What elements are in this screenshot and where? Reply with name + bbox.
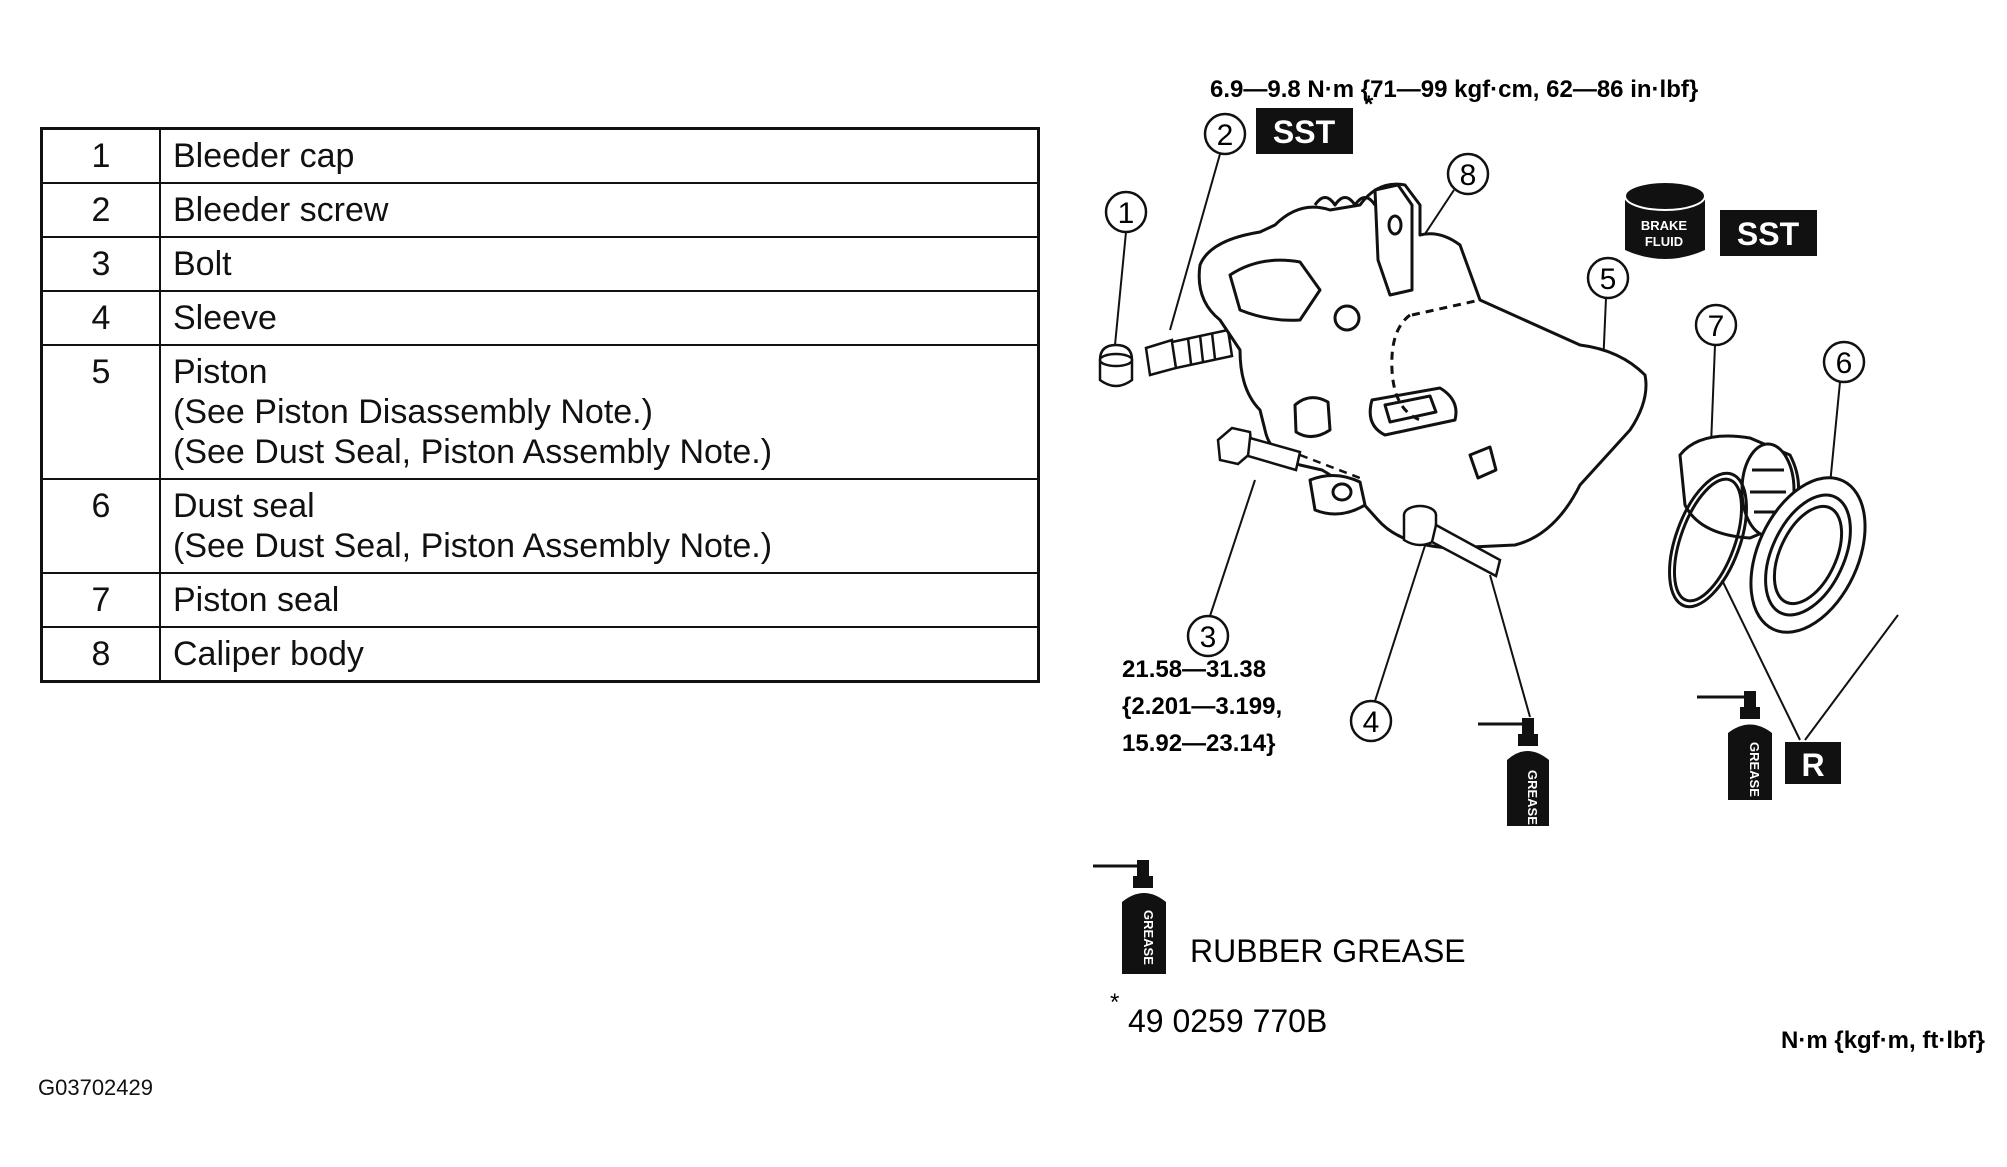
part-description-line: Piston seal xyxy=(173,581,340,619)
svg-text:4: 4 xyxy=(1363,706,1380,739)
callout-4: 4 xyxy=(1349,529,1431,743)
callout-1: 1 xyxy=(1104,190,1148,346)
part-description: Piston (See Piston Disassembly Note.) (S… xyxy=(159,344,1040,480)
callout-7: 7 xyxy=(1694,303,1738,471)
grease-can-icon: GREASE xyxy=(1093,860,1166,974)
part-number: 5 xyxy=(40,344,161,480)
part-description: Caliper body xyxy=(159,626,1040,683)
legend-rubber-grease: RUBBER GREASE xyxy=(1190,933,1466,969)
table-row: 2 Bleeder screw xyxy=(40,182,1040,238)
sleeve-part xyxy=(1402,504,1502,578)
torque-spec-star: * xyxy=(1364,91,1374,118)
svg-text:2: 2 xyxy=(1217,119,1234,152)
svg-text:SST: SST xyxy=(1273,114,1336,150)
table-row: 6 Dust seal (See Dust Seal, Piston Assem… xyxy=(40,478,1040,574)
part-description-line: Caliper body xyxy=(173,635,364,673)
svg-text:BRAKE: BRAKE xyxy=(1641,218,1688,233)
bleeder-screw-part xyxy=(1144,328,1234,377)
brake-fluid-can-icon: BRAKE FLUID xyxy=(1624,181,1706,259)
caliper-exploded-diagram: 6.9—9.8 N·m {71—99 kgf·cm, 62—86 in·lbf}… xyxy=(1093,76,1985,1054)
part-description: Bolt xyxy=(159,236,1040,292)
table-row: 7 Piston seal xyxy=(40,572,1040,628)
svg-text:SST: SST xyxy=(1737,216,1800,252)
part-number: 7 xyxy=(40,572,161,628)
bolt-part xyxy=(1216,426,1361,480)
part-number: 3 xyxy=(40,236,161,292)
part-description: Piston seal xyxy=(159,572,1040,628)
part-number: 8 xyxy=(40,626,161,683)
part-number: 4 xyxy=(40,290,161,346)
svg-text:6: 6 xyxy=(1836,347,1853,380)
table-row: 5 Piston (See Piston Disassembly Note.) … xyxy=(40,344,1040,480)
callout-2: 2 xyxy=(1169,112,1247,331)
svg-text:FLUID: FLUID xyxy=(1645,234,1683,249)
sst-badge: SST xyxy=(1256,108,1353,154)
part-description-line: (See Piston Disassembly Note.) xyxy=(173,393,653,431)
part-number: 2 xyxy=(40,182,161,238)
torque-spec-bleeder: 6.9—9.8 N·m {71—99 kgf·cm, 62—86 in·lbf} xyxy=(1210,76,1698,103)
part-description-line: Bolt xyxy=(173,245,232,283)
svg-text:3: 3 xyxy=(1200,621,1217,654)
table-row: 3 Bolt xyxy=(40,236,1040,292)
dust-seal-part xyxy=(1749,476,1867,634)
svg-text:R: R xyxy=(1801,747,1824,783)
parts-table: 1 Bleeder cap 2 Bleeder screw 3 Bolt 4 S… xyxy=(40,127,1040,683)
sst-number: 49 0259 770B xyxy=(1128,1003,1327,1039)
sst-badge: SST xyxy=(1720,210,1817,256)
image-code: G03702429 xyxy=(38,1075,153,1100)
caliper-body-part xyxy=(1197,182,1648,550)
svg-text:5: 5 xyxy=(1600,263,1617,296)
part-description: Dust seal (See Dust Seal, Piston Assembl… xyxy=(159,478,1040,574)
torque-spec-bolt-line: {2.201—3.199, xyxy=(1122,693,1282,720)
torque-spec-bolt-line: 21.58—31.38 xyxy=(1122,656,1266,683)
table-row: 8 Caliper body xyxy=(40,626,1040,683)
part-number: 6 xyxy=(40,478,161,574)
replace-badge: R xyxy=(1785,742,1841,784)
part-description-line: Sleeve xyxy=(173,299,277,337)
table-row: 1 Bleeder cap xyxy=(40,127,1040,184)
callout-6: 6 xyxy=(1822,340,1866,506)
sst-number-star: * xyxy=(1110,989,1119,1016)
part-description-line: Bleeder cap xyxy=(173,137,355,175)
part-description-line: (See Dust Seal, Piston Assembly Note.) xyxy=(173,527,773,565)
svg-text:8: 8 xyxy=(1460,159,1477,192)
part-description-line: Bleeder screw xyxy=(173,191,389,229)
table-row: 4 Sleeve xyxy=(40,290,1040,346)
svg-text:GREASE: GREASE xyxy=(1747,742,1762,797)
part-description: Bleeder screw xyxy=(159,182,1040,238)
torque-spec-bolt-line: 15.92—23.14} xyxy=(1122,730,1275,757)
part-description-line: (See Dust Seal, Piston Assembly Note.) xyxy=(173,433,773,471)
part-description: Sleeve xyxy=(159,290,1040,346)
callout-8: 8 xyxy=(1387,152,1490,291)
bleeder-cap-part xyxy=(1098,343,1134,388)
grease-can-icon: GREASE xyxy=(1478,718,1549,826)
units-note: N·m {kgf·m, ft·lbf} xyxy=(1781,1027,1985,1054)
part-description-line: Piston xyxy=(173,353,268,391)
svg-text:1: 1 xyxy=(1118,197,1135,230)
grease-can-icon: GREASE xyxy=(1697,691,1772,800)
callout-3: 3 xyxy=(1186,479,1256,658)
svg-text:GREASE: GREASE xyxy=(1141,910,1156,965)
part-description: Bleeder cap xyxy=(159,127,1040,184)
svg-text:GREASE: GREASE xyxy=(1525,770,1540,825)
svg-text:7: 7 xyxy=(1708,310,1725,343)
piston-seal-part xyxy=(1668,471,1748,609)
part-description-line: Dust seal xyxy=(173,487,315,525)
part-number: 1 xyxy=(40,127,161,184)
